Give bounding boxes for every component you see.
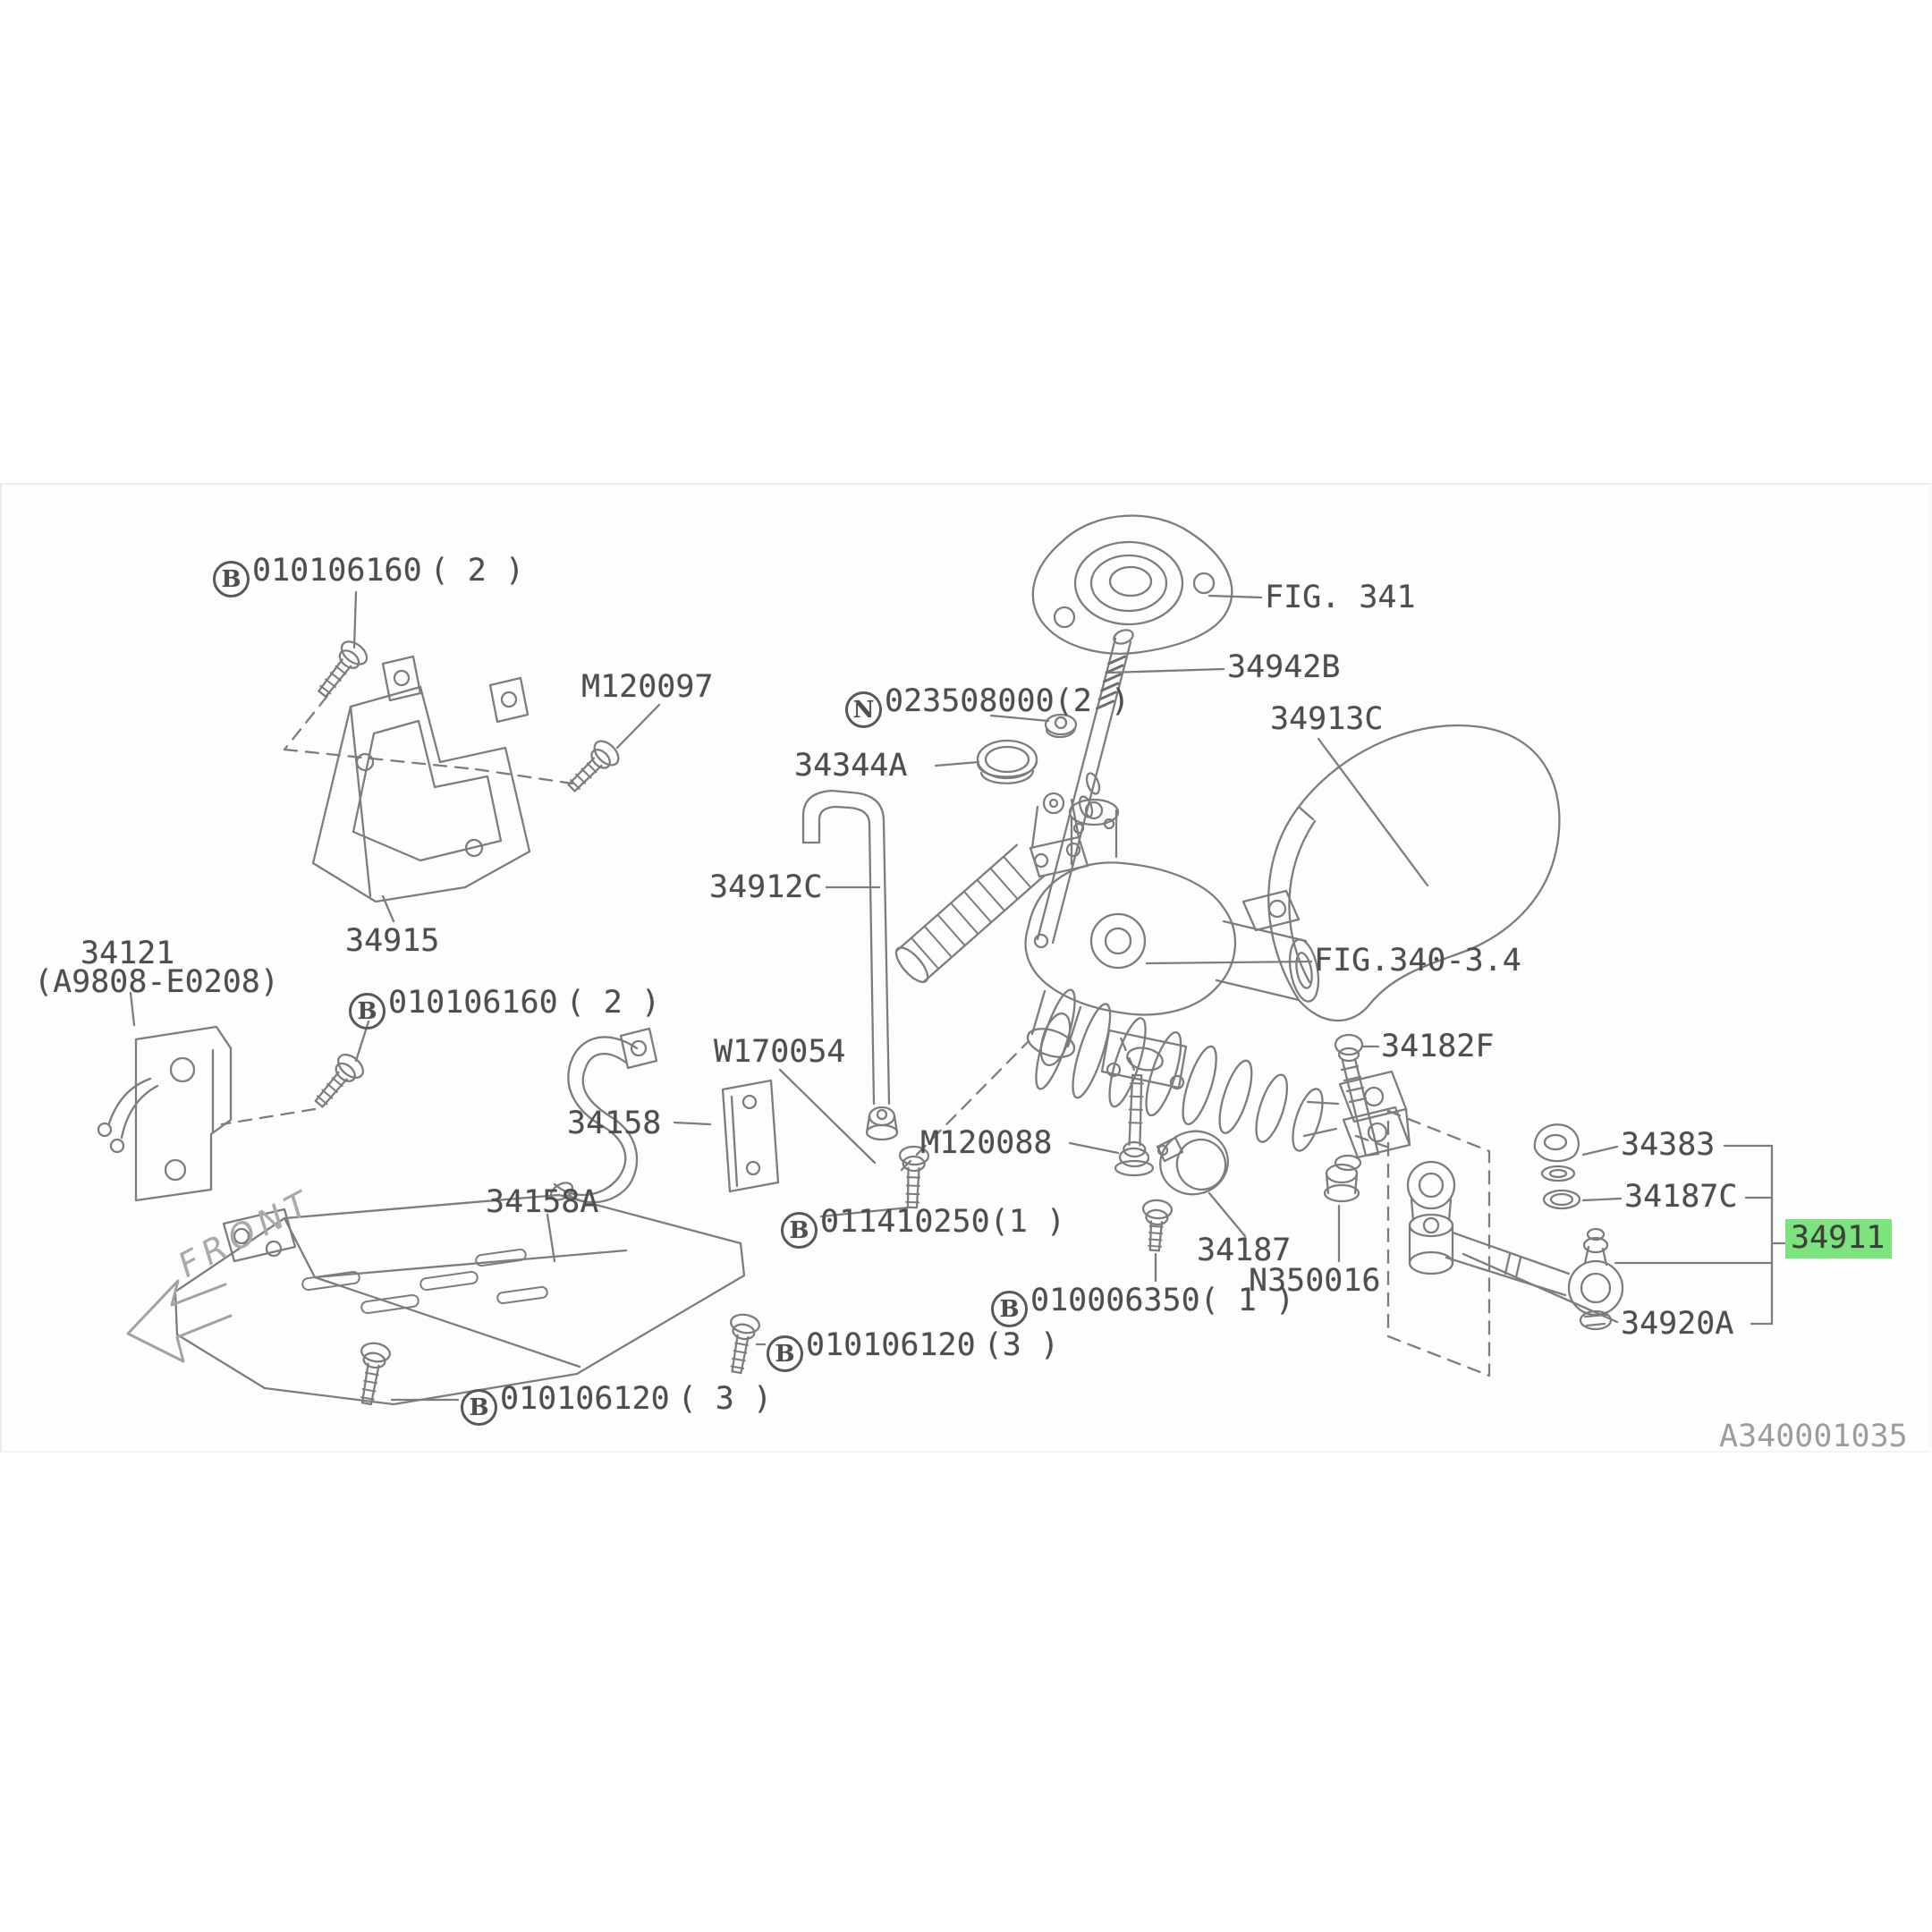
side-bracket (721, 1079, 780, 1193)
clevis-bolt (1334, 1033, 1380, 1157)
rack-clevis (1334, 1070, 1411, 1172)
tie-rod-ball-joint (1567, 1227, 1624, 1331)
drain-pipe (801, 789, 891, 1106)
part-label-m120097: M120097 (581, 669, 714, 705)
ecu-bracket (311, 655, 531, 903)
circled-b-icon: B (991, 1291, 1028, 1327)
breather-cap (976, 739, 1038, 784)
figure-ref-340: FIG.340-3.4 (1314, 943, 1521, 979)
highlight-badge: 34911 (1785, 1219, 1893, 1258)
figure-ref-341: FIG. 341 (1265, 580, 1416, 615)
circled-n-icon: N (845, 691, 882, 728)
part-label-34383: 34383 (1621, 1127, 1716, 1163)
fastener-screws (314, 640, 1174, 1406)
part-label-34911-highlighted: 34911 (1785, 1219, 1893, 1258)
bushing-34383 (1533, 1123, 1580, 1182)
part-label-34942b: 34942B (1227, 649, 1341, 685)
part-label-34187: 34187 (1197, 1233, 1292, 1268)
steering-shaft (1033, 629, 1134, 949)
part-label-34121: 34121 (80, 936, 175, 971)
skid-plate (174, 1193, 746, 1406)
part-label-34182f: 34182F (1381, 1029, 1495, 1064)
part-label-34187c: 34187C (1624, 1179, 1738, 1215)
boot-clamp (1156, 1130, 1229, 1196)
circled-b-icon: B (461, 1389, 497, 1426)
part-label-34920a: 34920A (1621, 1306, 1734, 1342)
pinion-tower (1068, 798, 1120, 866)
front-arrow-icon (126, 1279, 233, 1363)
sensor-bracket (97, 1025, 233, 1202)
circled-b-icon: B (213, 561, 250, 597)
part-label-m120088: M120088 (920, 1125, 1053, 1161)
part-label-34158: 34158 (567, 1106, 662, 1141)
part-label-34913c: 34913C (1270, 701, 1384, 737)
circled-b-icon: B (349, 993, 386, 1030)
hook-bracket (549, 1027, 658, 1204)
part-label-34121-range: (A9808-E0208) (34, 964, 279, 1000)
ring-34187c (1542, 1189, 1581, 1210)
part-label-w170054: W170054 (714, 1034, 846, 1070)
part-label-34912c: 34912C (709, 869, 823, 905)
rack-boot (1035, 988, 1340, 1152)
circled-b-icon: B (781, 1212, 818, 1249)
clevis-nut (1323, 1163, 1360, 1203)
part-label-34344a: 34344A (794, 748, 908, 784)
circled-b-icon: B (767, 1335, 803, 1372)
part-label-34158a: 34158A (486, 1184, 599, 1220)
input-column (894, 843, 1046, 984)
tie-rod (1406, 1160, 1571, 1297)
part-label-n350016: N350016 (1249, 1263, 1381, 1299)
shaft-nut (1044, 713, 1078, 739)
strut-mount (1031, 514, 1233, 655)
pipe-clip (865, 1106, 899, 1141)
drawing-number: A340001035 (1719, 1419, 1908, 1454)
gear-housing (1024, 861, 1320, 1090)
part-label-34915: 34915 (345, 923, 440, 959)
